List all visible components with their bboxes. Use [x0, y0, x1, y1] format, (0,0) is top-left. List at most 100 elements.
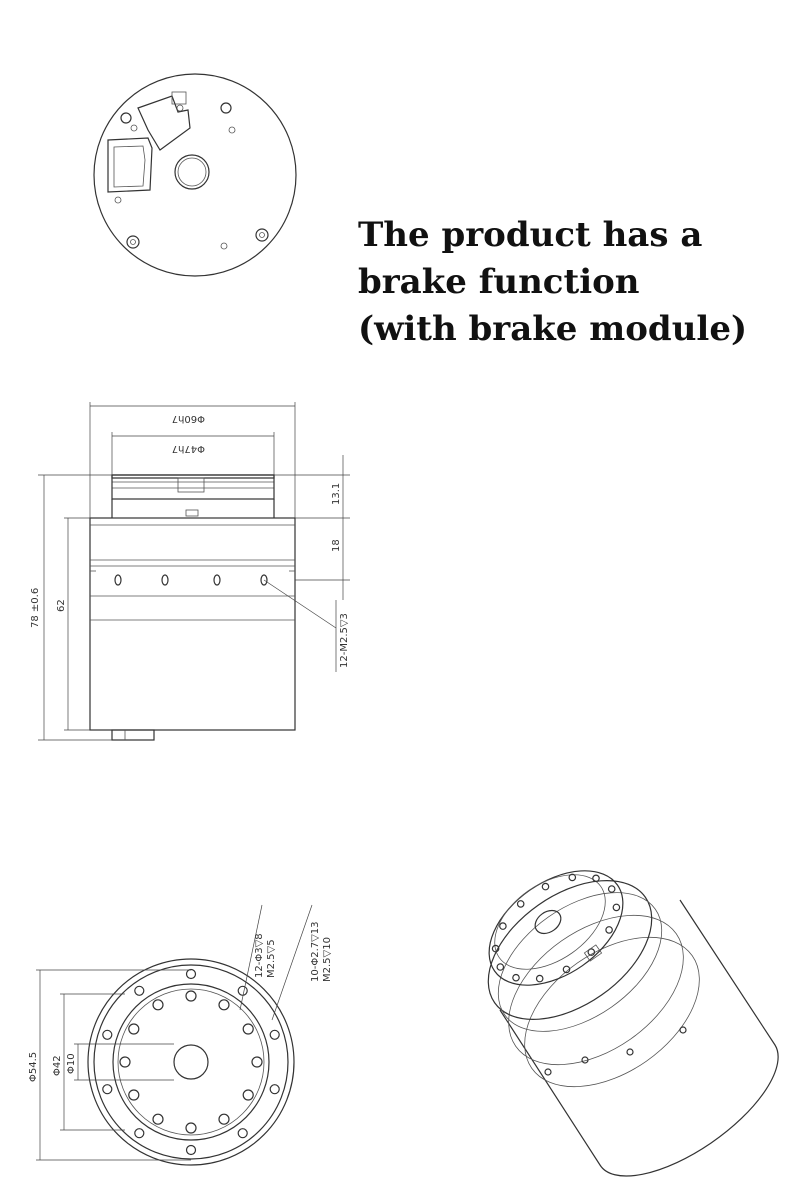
- iso-flange-edge: [497, 892, 663, 1032]
- side-flange-detail: [177, 477, 205, 493]
- rear-screw-center: [259, 232, 265, 238]
- rear-screw: [126, 235, 140, 249]
- rear-pin-hole: [130, 124, 138, 132]
- side-hole: [161, 574, 169, 586]
- side-hole: [114, 574, 122, 586]
- caption-line-3: (with brake module): [358, 309, 748, 349]
- front-outer-hole: [269, 1084, 280, 1095]
- front-outer-hole: [237, 1128, 248, 1139]
- side-view: Φ60h7 Φ47h7 78 ±0.6 62 13.1 18 12-M2.5▽3: [30, 402, 350, 741]
- rear-pin-hole: [114, 196, 122, 204]
- iso-top-inner: [494, 874, 606, 970]
- iso-bore: [534, 909, 562, 935]
- iso-side-hole: [581, 1056, 589, 1064]
- iso-top-hole: [512, 973, 520, 982]
- front-inner-hole: [152, 1113, 164, 1125]
- iso-side-hole: [626, 1048, 634, 1056]
- dim-pcd: Φ42: [52, 1055, 63, 1076]
- side-neck-detail: [185, 509, 199, 517]
- dim-bore: Φ10: [66, 1053, 77, 1074]
- front-inner-hole: [185, 1122, 197, 1134]
- dim-flange: 13.1: [331, 483, 342, 505]
- rear-pin-hole: [176, 104, 184, 112]
- iso-body-ring: [524, 936, 700, 1088]
- front-outer-ring-inner: [93, 964, 289, 1160]
- leader-note-a: [239, 904, 263, 1011]
- front-inner-hole: [185, 990, 197, 1002]
- front-inner-hole: [251, 1056, 263, 1068]
- rear-connector-small: [137, 95, 191, 151]
- front-inner-hole: [242, 1089, 254, 1101]
- dim-outer: Φ54.5: [28, 1052, 39, 1082]
- front-inner-hole: [128, 1023, 140, 1035]
- isometric-view: [487, 870, 779, 1177]
- rear-screw: [255, 228, 269, 242]
- iso-side-hole: [544, 1068, 552, 1076]
- iso-flange: [487, 880, 653, 1020]
- dim-top-inner: Φ47h7: [172, 443, 205, 454]
- front-inner-holes: [119, 990, 263, 1134]
- front-outer-hole: [185, 968, 197, 980]
- iso-top-hole: [562, 965, 571, 974]
- rear-connector-tab: [171, 91, 187, 105]
- iso-top-hole: [516, 900, 525, 908]
- iso-top-holes: [491, 873, 621, 983]
- front-inner-hole: [218, 1113, 230, 1125]
- front-outer-hole: [134, 1128, 145, 1139]
- front-inner-hole: [242, 1023, 254, 1035]
- side-hole: [260, 574, 268, 586]
- iso-side-hole: [679, 1026, 687, 1034]
- leader-note-b: [271, 904, 313, 1021]
- caption-line-2: brake function: [358, 262, 640, 302]
- caption: The product has a brake function (with b…: [358, 212, 778, 353]
- side-flange-block: [111, 474, 275, 500]
- front-inner-ring-2: [117, 988, 265, 1136]
- side-bottom-connector: [111, 729, 155, 741]
- side-body: [89, 517, 296, 731]
- note-holes-b-line-1: 10-Φ2.7▽13: [310, 921, 321, 982]
- rear-pin-hole: [220, 242, 228, 250]
- rear-center-bore-inner: [177, 157, 207, 187]
- dim-height-total: 78 ±0.6: [30, 588, 41, 628]
- dim-height-body: 62: [56, 599, 67, 612]
- front-outer-hole: [102, 1084, 113, 1095]
- front-bore: [173, 1044, 209, 1080]
- front-outer-hole: [102, 1029, 113, 1040]
- rear-screw-center: [130, 239, 136, 245]
- front-inner-hole: [152, 999, 164, 1011]
- iso-top-hole: [491, 944, 500, 953]
- dim-holes: 12-M2.5▽3: [339, 613, 350, 668]
- iso-top-hole: [607, 885, 616, 893]
- front-outer-ring: [87, 958, 295, 1166]
- leader-holes: [263, 579, 337, 629]
- front-outer-hole: [185, 1144, 197, 1156]
- iso-top-hole: [496, 963, 505, 971]
- rear-screw: [120, 112, 132, 124]
- side-hole: [213, 574, 221, 586]
- rear-connector-large-inner: [113, 145, 146, 188]
- iso-body-outline: [499, 899, 779, 1177]
- iso-connector: [583, 944, 603, 962]
- iso-top-hole: [499, 922, 507, 930]
- front-inner-hole: [218, 999, 230, 1011]
- note-holes-b-line-2: M2.5▽10: [322, 937, 333, 982]
- front-outer-hole: [269, 1029, 280, 1040]
- front-outer-hole: [134, 985, 145, 996]
- front-inner-hole: [119, 1056, 131, 1068]
- iso-top-hole: [541, 882, 550, 891]
- iso-top-hole: [587, 948, 596, 956]
- rear-connector-large: [107, 137, 153, 193]
- caption-line-1: The product has a: [358, 215, 703, 255]
- front-inner-hole: [128, 1089, 140, 1101]
- note-holes-a-line-1: 12-Φ3▽8: [254, 933, 265, 978]
- front-outer-hole: [237, 985, 248, 996]
- iso-body-ring: [508, 914, 684, 1066]
- rear-center-bore: [174, 154, 210, 190]
- front-inner-ring: [112, 983, 270, 1141]
- rear-housing-outline: [93, 73, 297, 277]
- dim-step: 18: [331, 539, 342, 552]
- iso-top-hole: [605, 926, 613, 934]
- iso-top-hole: [612, 903, 621, 912]
- rear-pin-hole: [228, 126, 236, 134]
